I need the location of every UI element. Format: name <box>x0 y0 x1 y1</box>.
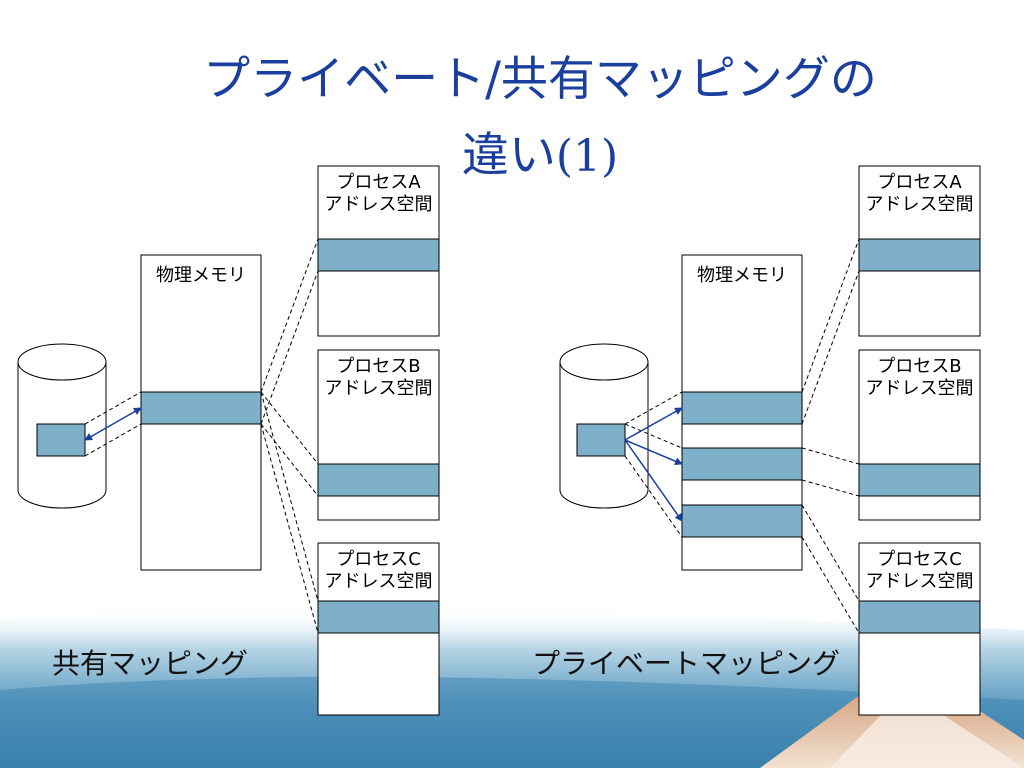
private-page-a <box>681 391 803 425</box>
disk-to-memory-lines <box>624 391 683 538</box>
copy-arrows <box>624 407 683 522</box>
private-mapping-diagram <box>559 165 981 716</box>
title-suffix: (1) <box>555 131 619 182</box>
address-space-label: アドレス空間 <box>324 378 433 399</box>
address-space-label: アドレス空間 <box>865 378 974 399</box>
shared-mapping-caption: 共有マッピング <box>52 647 249 680</box>
copy-arrow-a <box>624 407 683 441</box>
address-space-label: アドレス空間 <box>865 571 974 592</box>
private-page-b <box>681 447 803 481</box>
title-main-text: 違い <box>461 128 556 183</box>
disk-file-region <box>36 423 86 457</box>
process-b-name: プロセスB <box>336 356 421 377</box>
physical-memory-label: 物理メモリ <box>697 265 787 286</box>
slide-title: プライベート/共有マッピングの <box>203 52 877 107</box>
process-a-name: プロセスA <box>336 172 421 193</box>
slide-title-line2: 違い(1) <box>100 126 980 187</box>
shared-mapping-lines <box>260 238 319 634</box>
shared-mapping-diagram <box>17 165 440 716</box>
process-c-name: プロセスC <box>877 549 962 570</box>
page-io-arrow <box>84 407 142 441</box>
shared-page <box>140 391 262 425</box>
dashed-connector <box>84 423 142 457</box>
copy-arrow-b <box>624 439 683 465</box>
private-page-c <box>681 504 803 538</box>
process-c-mapped-region <box>317 600 440 634</box>
private-mapping-caption: プライベートマッピング <box>532 647 841 680</box>
process-a-mapped-region <box>317 238 440 272</box>
address-space-label: アドレス空間 <box>865 194 974 215</box>
address-space-label: アドレス空間 <box>324 571 433 592</box>
address-space-label: アドレス空間 <box>324 194 433 215</box>
process-c-name: プロセスC <box>336 549 421 570</box>
process-a-name: プロセスA <box>877 172 962 193</box>
process-a-mapped-region <box>858 238 981 272</box>
process-c-mapped-region <box>858 600 981 634</box>
disk-file-region <box>576 423 626 457</box>
copy-arrow-c <box>624 439 683 522</box>
process-b-mapped-region <box>858 463 981 497</box>
process-b-mapped-region <box>317 463 440 497</box>
process-b-name: プロセスB <box>877 356 962 377</box>
physical-memory-label: 物理メモリ <box>156 265 246 286</box>
private-mapping-lines <box>801 238 860 634</box>
